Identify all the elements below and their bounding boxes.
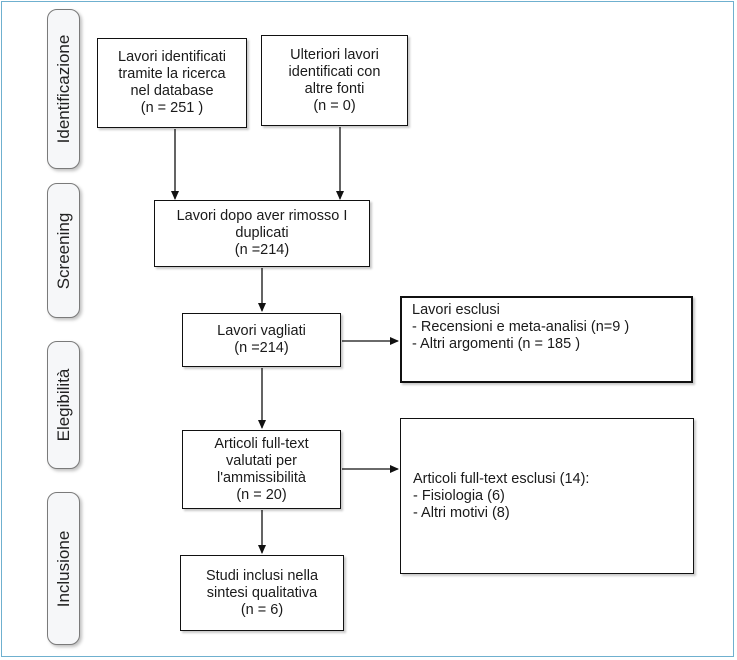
box-text-line: l'ammissibilità <box>217 469 306 486</box>
box-text-line: sintesi qualitativa <box>206 584 318 601</box>
box-after-duplicates: Lavori dopo aver rimosso I duplicati (n … <box>154 200 370 267</box>
box-text-line: altre fonti <box>304 80 365 97</box>
box-text-line: (n =214) <box>234 242 290 258</box>
box-text-line: Articoli full-text <box>214 435 309 452</box>
box-text-line: (n = 0) <box>313 97 356 114</box>
box-included: Studi inclusi nella sintesi qualitativa … <box>180 555 344 631</box>
phase-screening: Screening <box>47 183 80 318</box>
box-text-line: Ulteriori lavori <box>290 46 379 63</box>
box-text-line: Lavori identificati <box>118 49 226 65</box>
box-text-line: nel database <box>130 83 214 99</box>
box-text-line: Articoli full-text esclusi (14): <box>413 470 590 487</box>
box-text-line: tramite la ricerca <box>118 66 226 82</box>
box-text-line: (n = 20) <box>236 486 287 503</box>
box-text-line: duplicati <box>235 225 289 241</box>
box-text-line: - Fisiologia (6) <box>413 487 505 504</box>
box-text-line: Lavori vagliati <box>217 323 306 339</box>
box-text-line: (n = 251 ) <box>140 100 204 116</box>
phase-identification: Identificazione <box>47 9 80 169</box>
box-text-line: Studi inclusi nella <box>205 567 319 584</box>
box-text-line: valutati per <box>226 452 297 469</box>
box-text-line: - Recensioni e meta-analisi (n=9 ) <box>412 319 630 335</box>
box-text-line: - Altri argomenti (n = 185 ) <box>412 336 581 352</box>
phase-screening-label: Screening <box>53 212 73 289</box>
box-text-line: (n =214) <box>234 340 289 356</box>
box-full-text-assessed: Articoli full-text valutati per l'ammiss… <box>182 430 341 509</box>
box-screened: Lavori vagliati (n =214) <box>182 313 341 367</box>
box-records-other-sources: Ulteriori lavori identificati con altre … <box>261 35 408 126</box>
phase-inclusion: Inclusione <box>47 492 80 645</box>
box-text-line: (n = 6) <box>240 601 284 618</box>
box-text-line: identificati con <box>288 63 381 80</box>
phase-eligibility-label: Elegibilità <box>53 368 73 442</box>
phase-inclusion-label: Inclusione <box>53 530 73 607</box>
box-full-text-excluded: Articoli full-text esclusi (14): - Fisio… <box>400 418 694 574</box>
phase-eligibility: Elegibilità <box>47 341 80 469</box>
box-text-line: Lavori dopo aver rimosso I <box>176 208 348 224</box>
box-text-line: Lavori esclusi <box>412 302 500 318</box>
box-records-database: Lavori identificati tramite la ricerca n… <box>97 38 247 128</box>
box-excluded: Lavori esclusi - Recensioni e meta-anali… <box>400 296 693 383</box>
phase-identification-label: Identificazione <box>53 34 73 144</box>
box-text-line: - Altri motivi (8) <box>413 504 510 521</box>
